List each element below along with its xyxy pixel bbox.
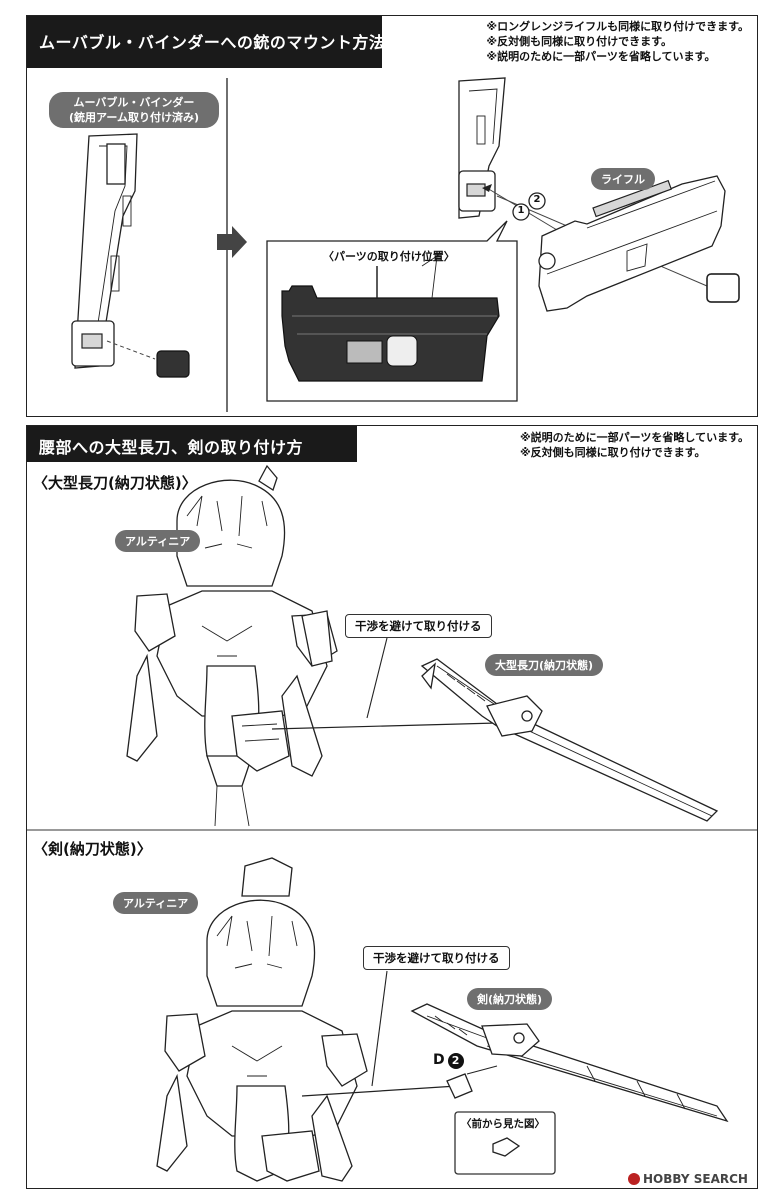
mount-section-notes: ※ロングレンジライフルも同様に取り付けできます。 ※反対側も同様に取り付けできま… [486, 19, 749, 64]
rifle-label: ライフル [591, 168, 655, 190]
waist-section: 腰部への大型長刀、剣の取り付け方 ※説明のために一部パーツを省略しています。 ※… [26, 425, 758, 1189]
binder-label-line1: ムーバブル・バインダー [73, 96, 195, 109]
large-katana-label: 大型長刀(納刀状態) [485, 654, 604, 676]
sword-drawing [410, 1003, 729, 1123]
sub2-heading: 〈剣(納刀状態)〉 [33, 840, 152, 858]
mount-illustration [71, 77, 740, 412]
waist-section-notes: ※説明のために一部パーツを省略しています。 ※反対側も同様に取り付けできます。 [520, 430, 749, 460]
sub2-callout: 干渉を避けて取り付ける [363, 946, 510, 970]
character-2-drawing [156, 857, 368, 1182]
waist-note-1: ※説明のために一部パーツを省略しています。 [519, 431, 749, 444]
parts-position-label: 〈パーツの取り付け位置〉 [323, 250, 455, 263]
rifle-drawing [538, 175, 740, 312]
mount-note-1: ※ロングレンジライフルも同様に取り付けできます。 [486, 20, 749, 33]
mount-section-header: ムーバブル・バインダーへの銃のマウント方法 ※ロングレンジライフルも同様に取り付… [27, 16, 757, 68]
part-letter: D [433, 1052, 445, 1068]
binder-label-line2: (銃用アーム取り付け済み) [68, 111, 200, 124]
waist-illustration [27, 464, 757, 1182]
character-2-label: アルティニア [113, 892, 199, 914]
sub1-callout: 干渉を避けて取り付ける [345, 614, 492, 638]
watermark-text: HOBBY SEARCH [643, 1172, 748, 1186]
binder-drawing-left [71, 133, 190, 378]
part-number-badge: 2 [447, 1053, 464, 1069]
mount-note-3: ※説明のために一部パーツを省略しています。 [486, 50, 716, 63]
sub1-heading: 〈大型長刀(納刀状態)〉 [33, 474, 197, 492]
front-view-label: 〈前から見た図〉 [461, 1118, 545, 1130]
waist-note-2: ※反対側も同様に取り付けできます。 [519, 446, 706, 459]
inset-rifle [281, 255, 500, 382]
mount-section-title-bar: ムーバブル・バインダーへの銃のマウント方法 [27, 16, 386, 68]
waist-section-title-bar: 腰部への大型長刀、剣の取り付け方 [27, 426, 357, 462]
binder-label: ムーバブル・バインダー (銃用アーム取り付け済み) [49, 92, 219, 128]
large-katana-drawing [420, 658, 719, 822]
mount-section-title: ムーバブル・バインダーへの銃のマウント方法 [39, 33, 386, 52]
step-number-2: 2 [533, 194, 541, 205]
waist-section-header: 腰部への大型長刀、剣の取り付け方 ※説明のために一部パーツを省略しています。 ※… [27, 426, 757, 462]
character-1-drawing [126, 464, 338, 827]
step-number-1: 1 [517, 205, 525, 216]
mount-section: ムーバブル・バインダーへの銃のマウント方法 ※ロングレンジライフルも同様に取り付… [26, 15, 758, 417]
sword-label: 剣(納刀状態) [467, 988, 553, 1010]
watermark-logo-icon [628, 1173, 640, 1185]
part-number: 2 [451, 1054, 460, 1067]
binder-drawing-right [458, 77, 708, 287]
character-1-label: アルティニア [115, 530, 201, 552]
step-arrow [217, 226, 247, 258]
mount-note-2: ※反対側も同様に取り付けできます。 [486, 35, 672, 48]
waist-section-title: 腰部への大型長刀、剣の取り付け方 [39, 438, 304, 457]
watermark: HOBBY SEARCH [628, 1172, 748, 1186]
